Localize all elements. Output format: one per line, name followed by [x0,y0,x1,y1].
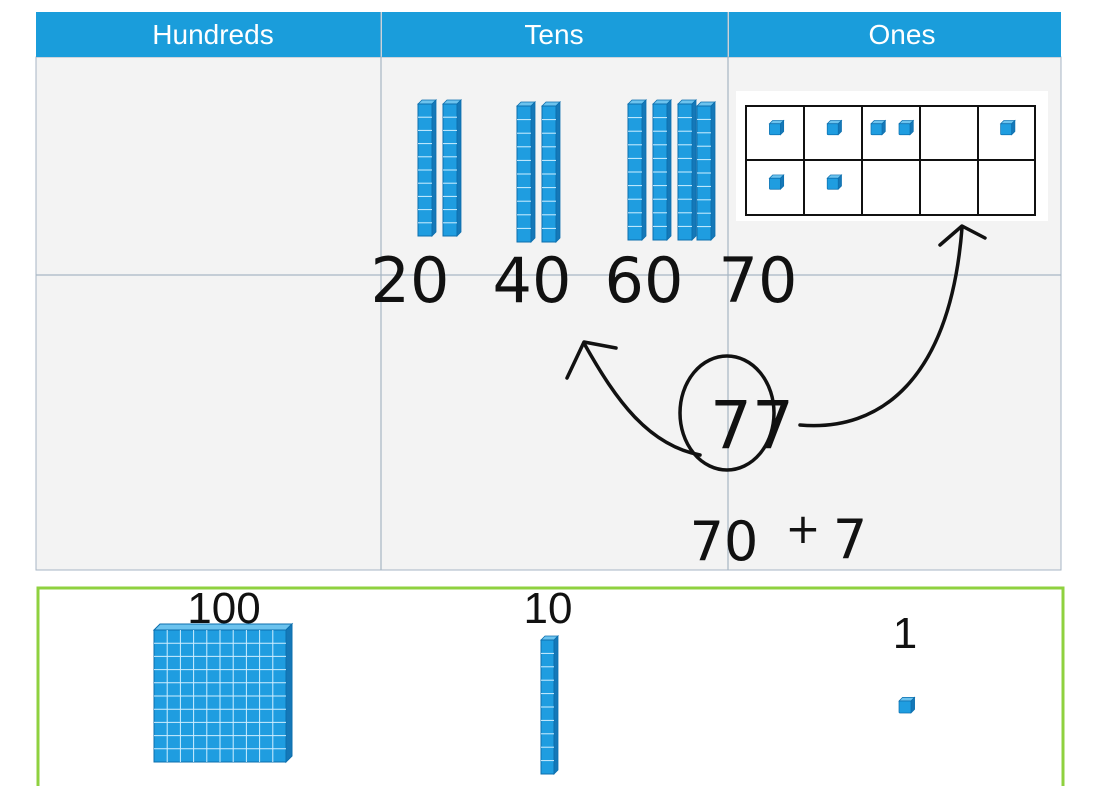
tens-rods [417,99,716,243]
handwritten-annotation [565,224,987,472]
running-total-70: 70 [719,244,798,317]
ten-rod-group3-1 [627,99,647,241]
running-total-60: 60 [605,244,684,317]
ten-frame [736,91,1048,221]
arrow-to-tens [583,343,702,457]
header-tens: Tens [524,19,583,50]
ten-rod-group2-2 [541,101,561,243]
ten-frame-cube-3-2 [898,119,915,136]
running-totals: 20 40 60 70 [371,244,798,317]
arrow-to-ones-head [938,224,987,247]
key-panel: 100 10 1 [36,584,1065,786]
one-cube-block [898,696,916,714]
ten-frame-cube-3-1 [870,119,887,136]
running-total-40: 40 [493,244,572,317]
ten-frame-cubes [768,119,1016,191]
key-ten-rod [540,635,559,775]
header-cell-hundreds [36,12,381,57]
header-cell-tens [382,12,728,57]
key-label-ten: 10 [524,584,573,633]
ten-rod-group4-1 [696,101,716,241]
ten-frame-cube-6-1 [768,174,785,191]
grid-lines [36,12,1061,570]
arrow-to-tens-head [565,340,618,380]
circle-mark [678,354,776,472]
header-row: Hundreds Tens Ones [36,12,1061,57]
header-ones: Ones [869,19,936,50]
ten-frame-cube-1-1 [768,119,785,136]
ten-rod-group3-3 [677,99,697,241]
header-hundreds: Hundreds [152,19,273,50]
hundred-flat-block [152,622,294,764]
ten-frame-cube-7-1 [826,174,843,191]
circled-number: 77 [710,387,794,464]
expanded-form-plus: + [785,504,820,553]
ten-frame-cube-5-1 [999,119,1016,136]
expanded-form-ones: 7 [833,508,867,571]
running-total-20: 20 [371,244,450,317]
ten-rod-group2-1 [516,101,536,243]
ten-frame-cube-2-1 [826,119,843,136]
header-cell-ones [729,12,1061,57]
ten-rod-group1-1 [417,99,437,237]
ten-rod-group1-2 [442,99,462,237]
ten-rod-block [540,635,559,775]
key-one-cube [898,696,916,714]
expanded-form-tens: 70 [690,510,759,573]
key-label-one: 1 [893,609,917,658]
arrow-to-ones [798,226,964,428]
ten-rod-group3-2 [652,99,672,241]
